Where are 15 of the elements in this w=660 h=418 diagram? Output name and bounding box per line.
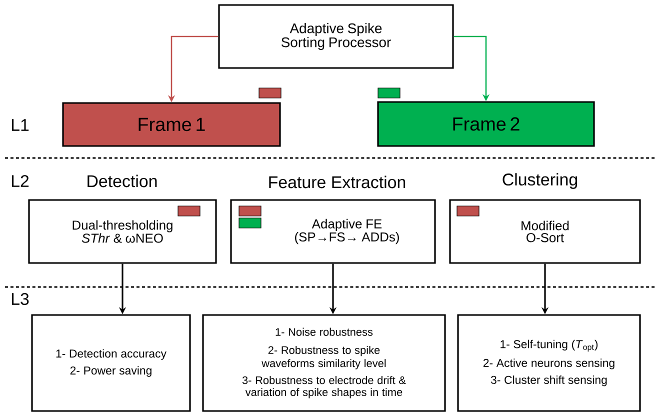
stage-heading: Feature Extraction (269, 176, 406, 188)
stage-heading: Detection (88, 174, 157, 188)
feature-box: 1- Self-tuning (T$_{opt}$) 2- Active neurons sensing 3- Cluster shift sensing (457, 314, 641, 412)
method-box: Adaptive FE (SP→FS→ ADDs) (230, 199, 436, 264)
frame-box: Frame 2 (377, 101, 595, 147)
processor-box: Adaptive Spike Sorting Processor (218, 4, 454, 69)
level-label: L1 (12, 119, 29, 131)
feature-box: 1- Noise robustness 2- Robustness to spike waveforms similarity level 3- Robustness to electrode drift & variation of spike shapes in time (202, 314, 446, 412)
feature-box: 1- Detection accuracy 2- Power saving (31, 314, 191, 412)
level-label: L3 (12, 293, 29, 305)
method-box: Modified O-Sort (449, 199, 641, 264)
frame-box: Frame 1 (62, 102, 281, 147)
level-label: L2 (12, 175, 29, 187)
method-box: Dual-thresholding SThr & ωNEO (28, 199, 217, 264)
stage-heading: Clustering (502, 173, 578, 189)
